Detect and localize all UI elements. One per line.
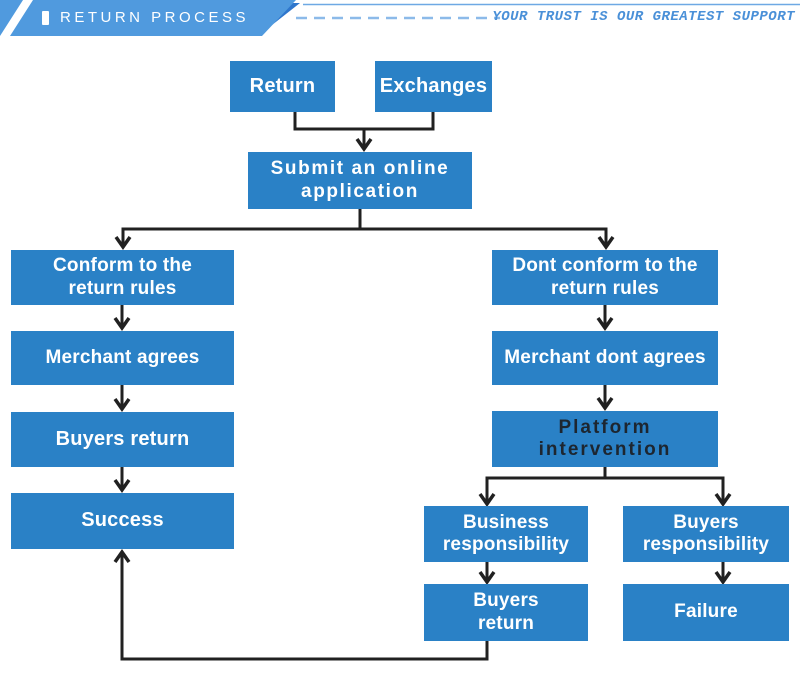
node-buyers-resp-line2: responsibility bbox=[642, 534, 770, 555]
arrowhead-split-right bbox=[597, 235, 615, 251]
node-conform-line2: return rules bbox=[68, 277, 177, 299]
arrowhead-merchant-platform bbox=[596, 396, 614, 412]
node-success: Success bbox=[11, 493, 234, 549]
node-merchant-dont-agrees: Merchant dont agrees bbox=[492, 331, 718, 385]
title-tick-icon bbox=[42, 11, 49, 25]
arrowhead-buyers-success bbox=[113, 478, 131, 494]
arrowhead-platform-buyersresp bbox=[714, 492, 732, 508]
connector-feedback-success bbox=[120, 552, 489, 661]
node-dont-conform-rules: Dont conform to the return rules bbox=[492, 250, 718, 305]
node-dont-conform-line2: return rules bbox=[551, 277, 659, 299]
node-buyers-resp-line1: Buyers bbox=[673, 511, 739, 533]
node-return: Return bbox=[230, 61, 335, 112]
header-banner-graphics bbox=[0, 0, 800, 36]
header-banner: RETURN PROCESS YOUR TRUST IS OUR GREATES… bbox=[0, 0, 800, 40]
page-title: RETURN PROCESS bbox=[60, 9, 250, 26]
node-buyers-return-right: Buyers return bbox=[424, 584, 588, 641]
node-exchanges: Exchanges bbox=[375, 61, 492, 112]
node-success-label: Success bbox=[81, 509, 164, 532]
node-buyers-return-left-label: Buyers return bbox=[55, 427, 190, 450]
node-submit-application: Submit an online application bbox=[248, 152, 472, 209]
arrowhead-platform-business bbox=[478, 492, 496, 508]
node-buyers-responsibility: Buyers responsibility bbox=[623, 506, 789, 562]
node-merchant-agrees-label: Merchant agrees bbox=[45, 346, 200, 368]
arrowhead-merchant-buyers bbox=[113, 397, 131, 413]
node-failure-label: Failure bbox=[674, 601, 738, 623]
connector-merge-top bbox=[293, 112, 435, 131]
node-submit-line2: application bbox=[301, 180, 419, 202]
node-platform-intervention: Platform intervention bbox=[492, 411, 718, 467]
arrowhead-feedback-success bbox=[113, 548, 131, 564]
arrowhead-to-submit bbox=[355, 137, 373, 153]
connector-platform-split bbox=[485, 467, 725, 480]
node-buyers-return-right-line2: return bbox=[477, 612, 535, 634]
arrowhead-split-left bbox=[114, 235, 132, 251]
node-merchant-dont-agrees-label: Merchant dont agrees bbox=[504, 346, 706, 368]
node-merchant-agrees: Merchant agrees bbox=[11, 331, 234, 385]
node-conform-line1: Conform to the bbox=[53, 255, 192, 277]
node-exchanges-label: Exchanges bbox=[379, 74, 488, 97]
node-buyers-return-right-line1: Buyers bbox=[473, 590, 539, 612]
node-buyers-return-left: Buyers return bbox=[11, 412, 234, 467]
banner-slash bbox=[0, 0, 33, 36]
node-submit-line1: Submit an online bbox=[270, 158, 450, 180]
header-tagline: YOUR TRUST IS OUR GREATEST SUPPORT bbox=[492, 9, 795, 25]
node-return-label: Return bbox=[249, 74, 316, 97]
connector-main-split bbox=[121, 209, 608, 231]
node-platform-line1: Platform bbox=[558, 416, 652, 438]
arrowhead-buyersresp-failure bbox=[714, 570, 732, 586]
node-business-responsibility: Business responsibility bbox=[424, 506, 588, 562]
node-platform-line2: intervention bbox=[538, 439, 672, 460]
node-failure: Failure bbox=[623, 584, 789, 641]
node-business-resp-line1: Business bbox=[462, 511, 550, 533]
arrowhead-dontconform-merchant bbox=[596, 316, 614, 332]
banner-shape bbox=[0, 0, 296, 36]
arrowhead-conform-merchant bbox=[113, 316, 131, 332]
node-dont-conform-line1: Dont conform to the bbox=[512, 255, 698, 277]
node-conform-rules: Conform to the return rules bbox=[11, 250, 234, 305]
arrowhead-business-buyersreturn bbox=[478, 570, 496, 586]
node-business-resp-line2: responsibility bbox=[442, 534, 570, 555]
